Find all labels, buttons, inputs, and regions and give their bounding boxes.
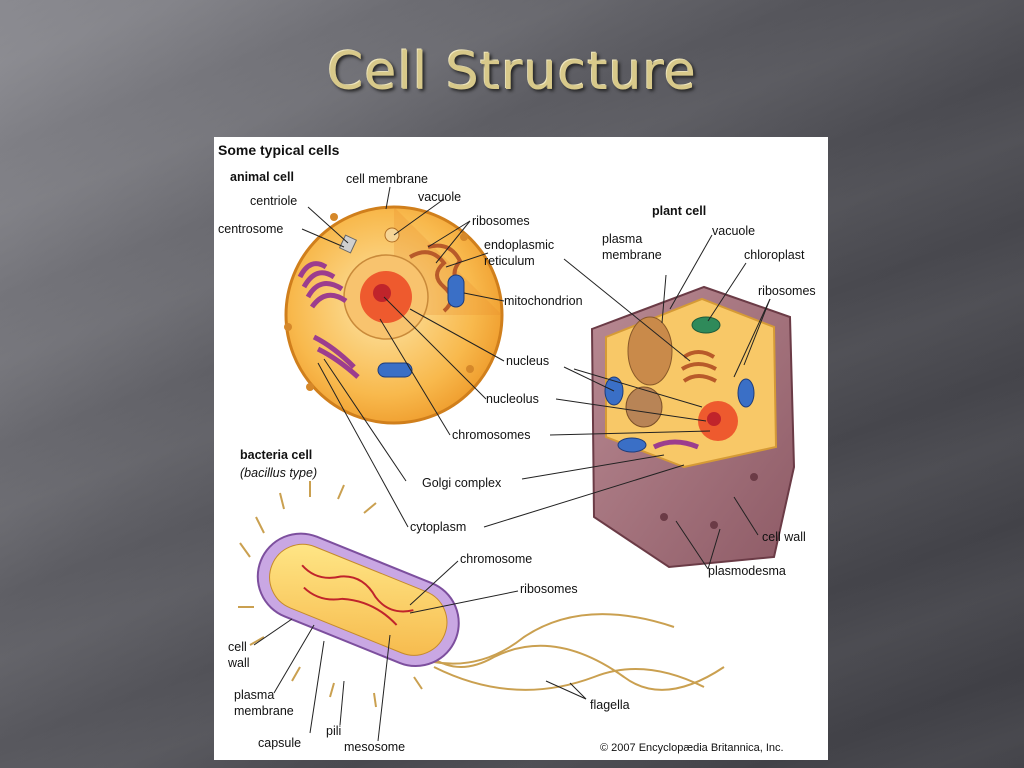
label-centriole: centriole — [250, 194, 297, 208]
cell-diagram-panel: Some typical cells animal cell plant cel… — [214, 137, 828, 760]
label-animal-vacuole: vacuole — [418, 190, 461, 204]
label-chloroplast: chloroplast — [744, 248, 805, 262]
label-bacteria-cell: cell — [228, 640, 247, 654]
label-pili: pili — [326, 724, 341, 738]
label-capsule: capsule — [258, 736, 301, 750]
copyright-notice: © 2007 Encyclopædia Britannica, Inc. — [600, 742, 784, 754]
label-mesosome: mesosome — [344, 740, 405, 754]
bacteria-cell-illustration — [238, 481, 725, 708]
label-mitochondrion: mitochondrion — [504, 294, 583, 308]
label-animal-ribosomes: ribosomes — [472, 214, 530, 228]
plant-cell-heading: plant cell — [652, 204, 706, 218]
label-golgi-complex: Golgi complex — [422, 476, 502, 490]
bacteria-cell-subtype: (bacillus type) — [240, 466, 317, 480]
leader-lines — [253, 186, 771, 742]
label-bacteria-membrane: membrane — [234, 704, 294, 718]
plant-cell-illustration — [590, 285, 796, 569]
label-cell-wall: cell wall — [762, 530, 806, 544]
label-plant-plasma: plasma — [602, 232, 642, 246]
animal-cell-illustration — [284, 205, 504, 425]
label-centrosome: centrosome — [218, 222, 283, 236]
label-plant-ribosomes: ribosomes — [758, 284, 816, 298]
label-nucleus: nucleus — [506, 354, 549, 368]
label-bacteria-plasma: plasma — [234, 688, 274, 702]
label-bacteria-ribosomes: ribosomes — [520, 582, 578, 596]
label-cell-membrane: cell membrane — [346, 172, 428, 186]
label-nucleolus: nucleolus — [486, 392, 539, 406]
label-flagella: flagella — [590, 698, 630, 712]
labels: cell membrane centriole centrosome vacuo… — [218, 172, 816, 754]
animal-cell-heading: animal cell — [230, 170, 294, 184]
slide-title: Cell Structure — [327, 42, 697, 102]
cell-diagram: Some typical cells animal cell plant cel… — [218, 142, 816, 754]
label-cytoplasm: cytoplasm — [410, 520, 466, 534]
label-endoplasmic: endoplasmic — [484, 238, 554, 252]
label-bacteria-chromosome: chromosome — [460, 552, 532, 566]
label-bacteria-wall: wall — [227, 656, 250, 670]
label-plant-membrane: membrane — [602, 248, 662, 262]
label-plant-vacuole: vacuole — [712, 224, 755, 238]
label-chromosomes: chromosomes — [452, 428, 531, 442]
label-reticulum: reticulum — [484, 254, 535, 268]
label-plasmodesma: plasmodesma — [708, 564, 786, 578]
figure-heading: Some typical cells — [218, 142, 340, 158]
bacteria-cell-heading: bacteria cell — [240, 448, 312, 462]
